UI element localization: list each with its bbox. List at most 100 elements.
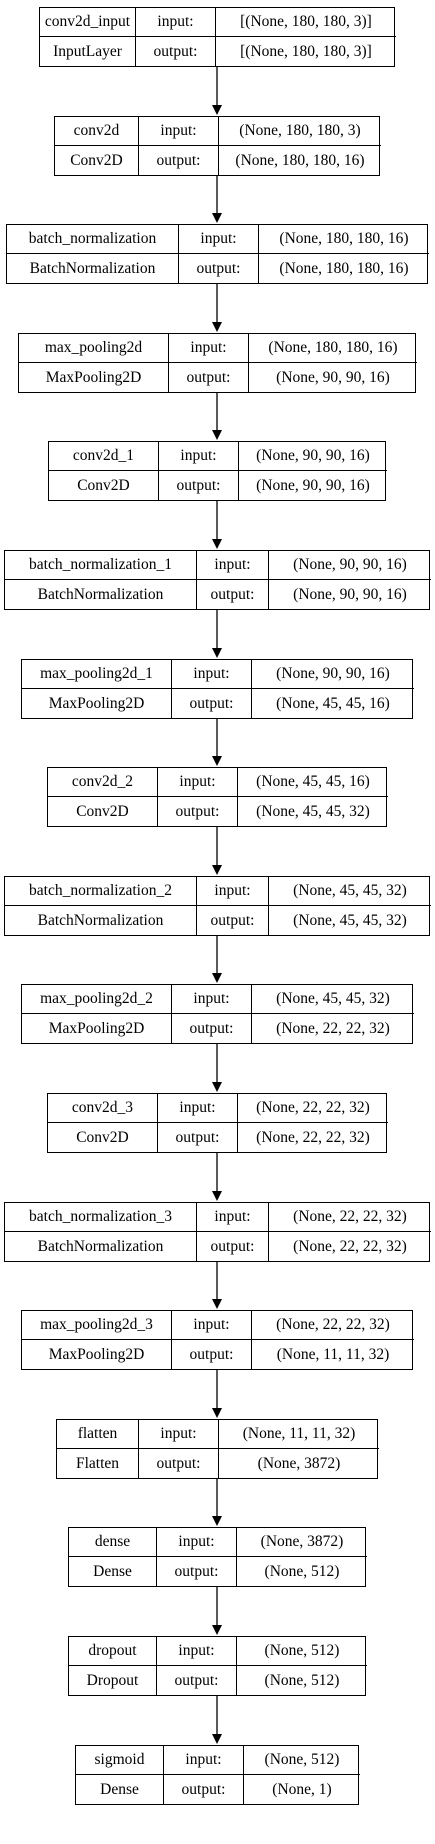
arrowhead-icon: [212, 430, 222, 440]
layer-name: batch_normalization_1: [5, 551, 197, 580]
output-shape: (None, 180, 180, 16): [279, 259, 409, 277]
layer-name: dense: [69, 1528, 157, 1557]
input-shape: (None, 45, 45, 16): [238, 768, 388, 797]
layer-name: batch_normalization_2: [5, 877, 197, 906]
input-label: input:: [139, 1420, 219, 1449]
layer-name: conv2d_3: [48, 1094, 158, 1123]
output-label: output:: [172, 689, 252, 718]
input-shape: (None, 22, 22, 32): [238, 1094, 388, 1123]
input-label: input:: [157, 1528, 237, 1557]
output-label: output:: [172, 1340, 252, 1369]
layer-name: dropout: [69, 1637, 157, 1666]
input-shape: (None, 90, 90, 16): [269, 551, 431, 580]
input-label: input:: [136, 8, 216, 37]
input-label: input:: [172, 985, 252, 1014]
input-label: input:: [172, 660, 252, 689]
arrowhead-icon: [212, 1625, 222, 1635]
layer-class: MaxPooling2D: [22, 1014, 172, 1043]
input-shape: (None, 90, 90, 16): [239, 442, 387, 471]
layer-class: BatchNormalization: [5, 1232, 197, 1261]
layer-name: batch_normalization_3: [5, 1203, 197, 1232]
layer-class: MaxPooling2D: [19, 363, 169, 392]
output-label: output:: [197, 906, 269, 935]
output-shape: (None, 512): [264, 1562, 340, 1580]
input-shape: (None, 512): [244, 1746, 360, 1775]
layer-class: InputLayer: [40, 37, 136, 66]
output-shape: (None, 45, 45, 32): [293, 911, 407, 929]
arrowhead-icon: [212, 1734, 222, 1744]
input-label: input:: [157, 1637, 237, 1666]
input-label: input:: [164, 1746, 244, 1775]
input-label: input:: [159, 442, 239, 471]
layer-class: MaxPooling2D: [22, 1340, 172, 1369]
layer-name: max_pooling2d: [19, 334, 169, 363]
arrowhead-icon: [212, 865, 222, 875]
layer-class: Conv2D: [48, 1123, 158, 1152]
input-label: input:: [139, 117, 219, 146]
layer-class: Dense: [76, 1775, 164, 1804]
layer-class: Dropout: [69, 1666, 157, 1695]
input-label: input:: [169, 334, 249, 363]
output-shape: (None, 512): [264, 1671, 340, 1689]
input-shape: (None, 180, 180, 16): [259, 225, 429, 254]
layer-class: Conv2D: [55, 146, 139, 175]
output-shape: (None, 180, 180, 16): [235, 151, 365, 169]
arrowhead-icon: [212, 1408, 222, 1418]
input-label: input:: [158, 768, 238, 797]
layer-name: sigmoid: [76, 1746, 164, 1775]
arrowhead-icon: [212, 322, 222, 332]
output-label: output:: [197, 580, 269, 609]
input-label: input:: [197, 1203, 269, 1232]
layer-class: BatchNormalization: [7, 254, 179, 283]
input-label: input:: [197, 551, 269, 580]
input-shape: [(None, 180, 180, 3)]: [216, 8, 396, 37]
arrowhead-icon: [212, 1191, 222, 1201]
input-shape: (None, 512): [237, 1637, 367, 1666]
output-shape: (None, 11, 11, 32): [276, 1345, 390, 1363]
output-shape: (None, 45, 45, 16): [276, 694, 390, 712]
layer-name: batch_normalization: [7, 225, 179, 254]
output-shape: (None, 22, 22, 32): [276, 1019, 390, 1037]
input-shape: (None, 180, 180, 16): [249, 334, 417, 363]
output-label: output:: [157, 1557, 237, 1586]
arrowhead-icon: [212, 1516, 222, 1526]
input-label: input:: [172, 1311, 252, 1340]
output-label: output:: [169, 363, 249, 392]
output-label: output:: [164, 1775, 244, 1804]
input-shape: (None, 11, 11, 32): [219, 1420, 379, 1449]
layer-name: max_pooling2d_2: [22, 985, 172, 1014]
input-shape: (None, 22, 22, 32): [269, 1203, 431, 1232]
layer-name: flatten: [57, 1420, 139, 1449]
layer-class: Dense: [69, 1557, 157, 1586]
output-shape: (None, 90, 90, 16): [256, 476, 370, 494]
input-shape: (None, 180, 180, 3): [219, 117, 381, 146]
arrowhead-icon: [212, 213, 222, 223]
output-label: output:: [139, 146, 219, 175]
layer-name: max_pooling2d_1: [22, 660, 172, 689]
layer-class: BatchNormalization: [5, 580, 197, 609]
layer-class: Conv2D: [49, 471, 159, 500]
output-shape: [(None, 180, 180, 3)]: [240, 42, 372, 60]
arrowhead-icon: [212, 756, 222, 766]
input-shape: (None, 45, 45, 32): [252, 985, 414, 1014]
layer-class: MaxPooling2D: [22, 689, 172, 718]
layer-name: conv2d_1: [49, 442, 159, 471]
input-shape: (None, 22, 22, 32): [252, 1311, 414, 1340]
output-label: output:: [197, 1232, 269, 1261]
arrowhead-icon: [212, 1082, 222, 1092]
input-label: input:: [179, 225, 259, 254]
